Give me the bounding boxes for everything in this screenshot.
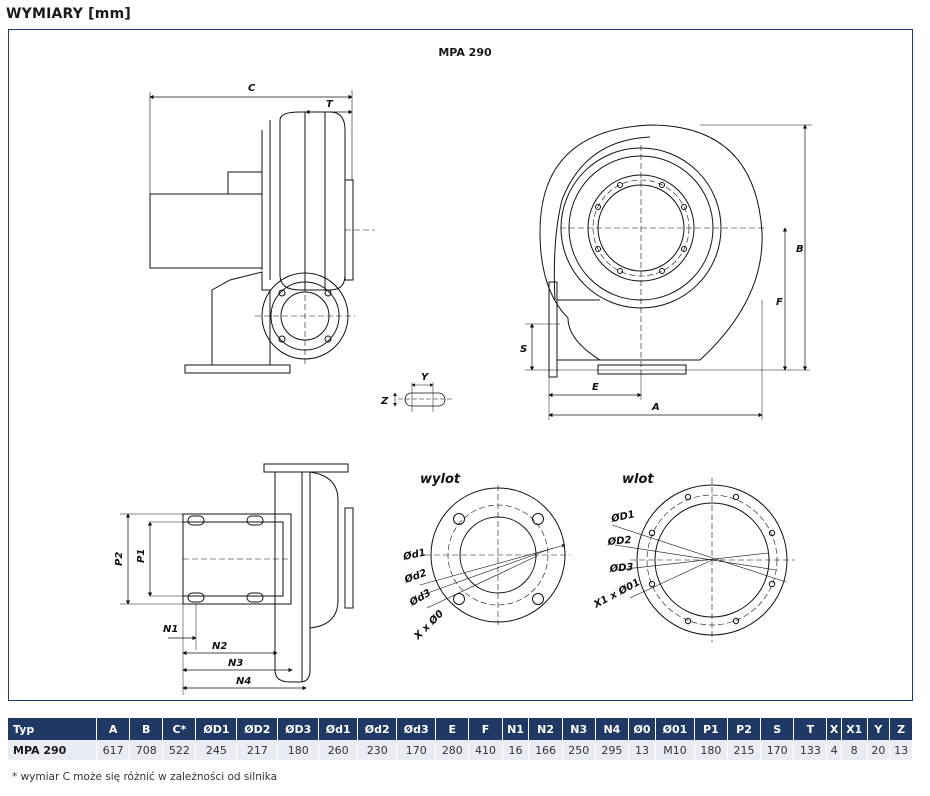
- table-cell: 180: [694, 740, 728, 760]
- drawing-frame: [8, 29, 913, 701]
- table-cell: 170: [396, 740, 437, 760]
- table-cell: 170: [760, 740, 795, 760]
- table-header-cell: ØD1: [195, 718, 238, 740]
- table-cell: 708: [129, 740, 164, 760]
- table-cell: 250: [562, 740, 596, 760]
- drawing-model-title: MPA 290: [438, 46, 492, 59]
- table-header-cell: T: [793, 718, 828, 740]
- wylot-label: wylot: [420, 472, 461, 487]
- table-cell: 20: [867, 740, 891, 760]
- table-header-cell: C*: [162, 718, 197, 740]
- dim-label-S: S: [520, 344, 527, 355]
- table-cell: 245: [195, 740, 238, 760]
- top-view: [120, 463, 354, 695]
- wylot-flange: [419, 485, 570, 625]
- dim-label-P2: P2: [114, 552, 125, 566]
- table-cell: 230: [357, 740, 398, 760]
- table-cell: 617: [96, 740, 131, 760]
- table-header-cell: Typ: [8, 718, 97, 740]
- wlot-flange: [611, 478, 795, 642]
- dim-label-od2: Ød2: [402, 567, 428, 586]
- table-header-cell: ØD3: [277, 718, 320, 740]
- slot-detail: [393, 382, 452, 412]
- dim-label-P1: P1: [136, 549, 147, 563]
- footnote: * wymiar C może się różnić w zależności …: [12, 771, 278, 783]
- dim-label-Z: Z: [380, 396, 389, 407]
- dim-label-xo0: X x Ø0: [411, 608, 446, 643]
- table-cell: 522: [162, 740, 197, 760]
- table-header-row: Typ A B C* ØD1 ØD2 ØD3 Ød1 Ød2 Ød3 E F N…: [8, 718, 913, 740]
- table-cell: 13: [889, 740, 913, 760]
- table-header-cell: X: [826, 718, 842, 740]
- table-row: MPA 290 617 708 522 245 217 180 260 230 …: [8, 740, 913, 760]
- table-cell: 16: [502, 740, 530, 760]
- table-cell: 217: [236, 740, 279, 760]
- dim-label-N4: N4: [236, 676, 251, 687]
- front-view: [525, 124, 812, 420]
- dim-label-F: F: [776, 297, 783, 308]
- table-header-cell: P1: [694, 718, 728, 740]
- table-header-cell: N1: [502, 718, 530, 740]
- table-header-cell: ØD2: [236, 718, 279, 740]
- technical-drawing: C T Y Z: [114, 83, 812, 695]
- dim-label-E: E: [592, 382, 599, 393]
- table-header-cell: F: [468, 718, 503, 740]
- dim-label-N1: N1: [163, 624, 178, 635]
- dim-label-oD3: ØD3: [608, 561, 634, 575]
- dim-label-oD2: ØD2: [606, 534, 632, 548]
- dim-label-A: A: [651, 402, 660, 413]
- table-header-cell: A: [96, 718, 131, 740]
- dim-label-N2: N2: [212, 641, 227, 652]
- table-header-cell: Ød3: [396, 718, 437, 740]
- dim-label-od3: Ød3: [407, 587, 433, 609]
- side-view: [149, 90, 375, 374]
- table-cell: 215: [727, 740, 762, 760]
- dim-label-C: C: [248, 83, 256, 94]
- table-header-cell: Z: [889, 718, 913, 740]
- table-cell: 4: [826, 740, 842, 760]
- table-cell-typ: MPA 290: [8, 740, 97, 760]
- dim-label-T: T: [326, 99, 334, 110]
- dim-label-N3: N3: [228, 658, 243, 669]
- table-cell: M10: [655, 740, 695, 760]
- table-cell: 295: [595, 740, 629, 760]
- table-cell: 133: [793, 740, 828, 760]
- table-header-cell: N4: [595, 718, 629, 740]
- table-header-cell: Ød2: [357, 718, 398, 740]
- table-header-cell: S: [760, 718, 795, 740]
- table-cell: 8: [841, 740, 868, 760]
- dim-label-Y: Y: [421, 372, 430, 383]
- table-header-cell: Ød1: [318, 718, 359, 740]
- table-cell: 180: [277, 740, 320, 760]
- table-header-cell: N2: [528, 718, 563, 740]
- dimensions-table: Typ A B C* ØD1 ØD2 ØD3 Ød1 Ød2 Ød3 E F N…: [8, 718, 913, 760]
- table-header-cell: B: [129, 718, 164, 740]
- table-header-cell: E: [435, 718, 470, 740]
- table-cell: 280: [435, 740, 470, 760]
- table-header-cell: P2: [727, 718, 762, 740]
- table-header-cell: Y: [867, 718, 891, 740]
- wlot-label: wlot: [622, 472, 654, 487]
- table-cell: 13: [628, 740, 657, 760]
- table-cell: 166: [528, 740, 563, 760]
- dim-label-x1o01: X1 x Ø01: [591, 576, 642, 611]
- table-cell: 410: [468, 740, 503, 760]
- table-cell: 260: [318, 740, 359, 760]
- table-header-cell: Ø01: [655, 718, 695, 740]
- section-heading: WYMIARY [mm]: [6, 6, 131, 22]
- dim-label-od1: Ød1: [401, 546, 427, 563]
- table-header-cell: X1: [841, 718, 868, 740]
- table-header-cell: Ø0: [628, 718, 657, 740]
- table-header-cell: N3: [562, 718, 596, 740]
- dim-label-B: B: [796, 244, 804, 255]
- dim-label-oD1: ØD1: [609, 508, 636, 525]
